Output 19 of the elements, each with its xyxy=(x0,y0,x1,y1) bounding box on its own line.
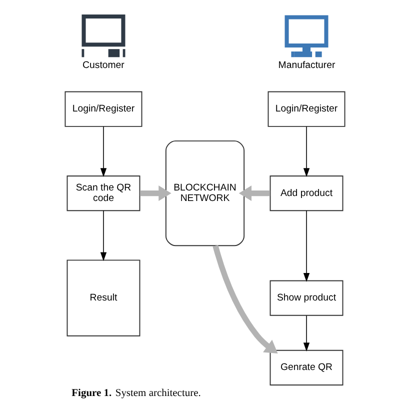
arrow xyxy=(100,126,107,178)
arrow xyxy=(212,245,278,354)
node-box: BLOCKCHAIN NETWORK xyxy=(165,140,245,246)
node-box: Add product xyxy=(270,176,344,212)
node-box: Login/Register xyxy=(64,91,142,127)
node-box: Login/Register xyxy=(268,91,346,127)
node-box: Scan the QR code xyxy=(66,176,140,212)
arrow xyxy=(303,315,310,352)
caption: Figure 1. System architecture. xyxy=(72,388,201,399)
arrow xyxy=(303,210,310,282)
node-box: Show product xyxy=(270,280,344,316)
node-box: Genrate QR xyxy=(270,350,344,386)
arrow xyxy=(140,186,172,202)
arrow xyxy=(238,186,270,202)
arrow xyxy=(303,126,310,178)
node-box: Result xyxy=(66,260,140,336)
arrow xyxy=(100,210,107,262)
node-label: Manufacturer xyxy=(278,60,336,72)
node-label: Customer xyxy=(82,60,124,72)
